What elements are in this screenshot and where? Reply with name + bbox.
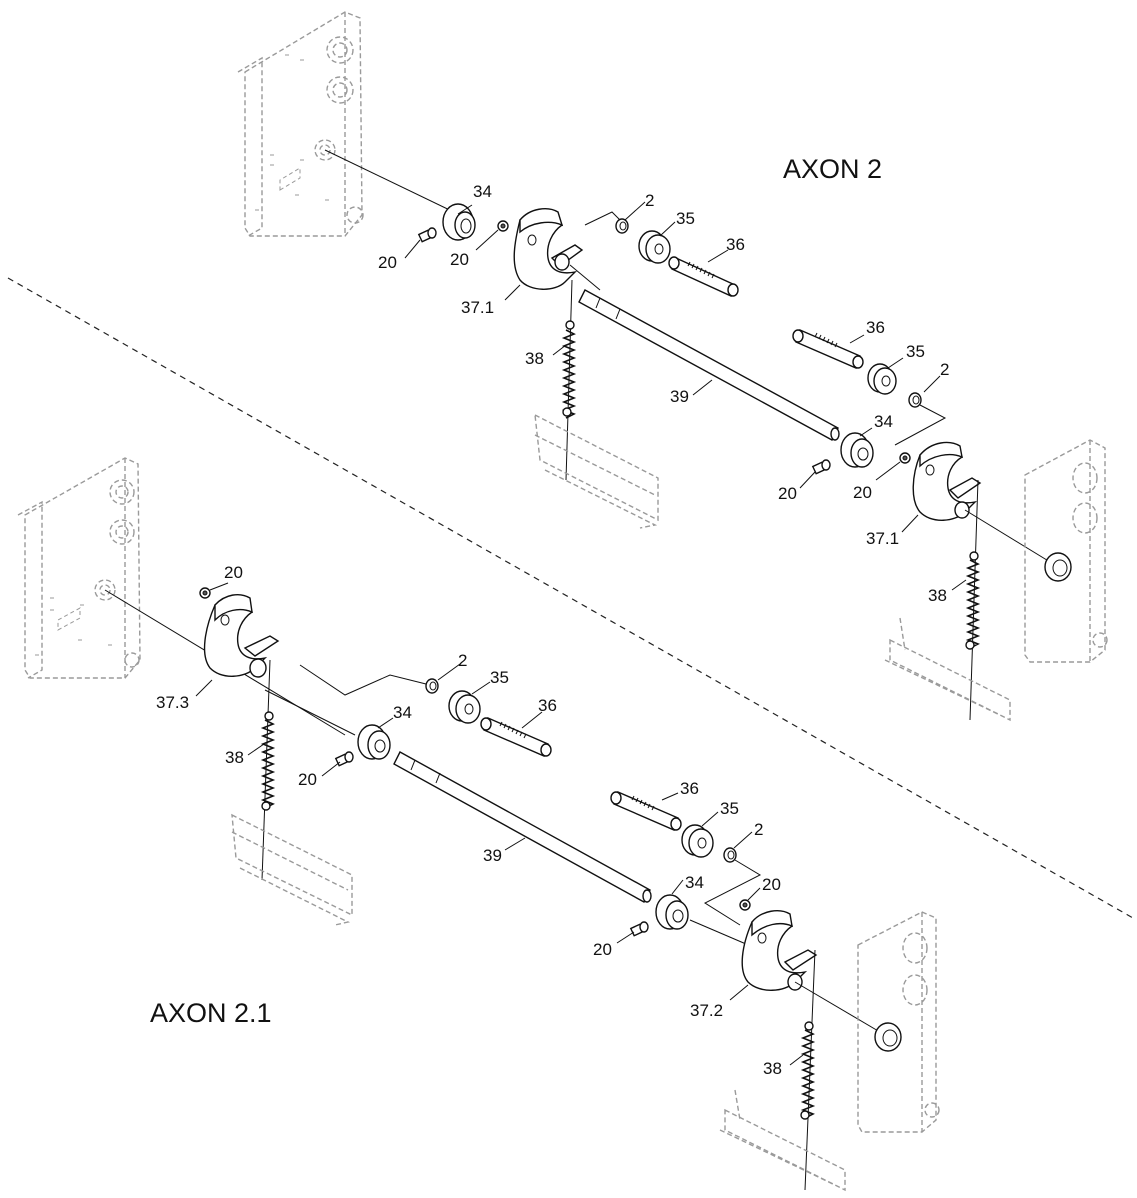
callout-37-1-top-a: 37.1 bbox=[461, 298, 494, 317]
axon21-assembly bbox=[17, 457, 940, 1192]
callout-2-bottom-b: 2 bbox=[754, 820, 763, 839]
support-bracket-top-a bbox=[534, 413, 659, 529]
callout-labels: AXON 2 AXON 2.1 34 20 20 37.1 2 35 36 38… bbox=[150, 154, 949, 1078]
collar-34-bottom-a bbox=[357, 724, 391, 760]
callout-35-bottom-b: 35 bbox=[720, 799, 739, 818]
screw-20-bottom-c bbox=[629, 921, 649, 937]
circlip-2-top-a bbox=[615, 218, 629, 234]
assembly-separator-line bbox=[7, 277, 1134, 919]
callout-38-top-a: 38 bbox=[525, 349, 544, 368]
callout-20-top-a: 20 bbox=[378, 253, 397, 272]
washer-35-top-a bbox=[638, 230, 671, 264]
callout-34-bottom-a: 34 bbox=[393, 703, 412, 722]
callout-35-top-b: 35 bbox=[906, 342, 925, 361]
callout-38-bottom-b: 38 bbox=[763, 1059, 782, 1078]
support-bracket-bottom-b bbox=[719, 1089, 846, 1192]
washer-35-top-b bbox=[867, 363, 897, 395]
frame-plate-bottom-right bbox=[857, 911, 940, 1133]
callout-2-top-b: 2 bbox=[940, 360, 949, 379]
callout-35-bottom-a: 35 bbox=[490, 668, 509, 687]
callout-leaders bbox=[195, 201, 967, 1066]
circlip-2-bottom-a bbox=[425, 678, 439, 694]
callout-37-1-top-b: 37.1 bbox=[866, 529, 899, 548]
screw-20-top-c bbox=[811, 459, 831, 475]
callout-36-bottom-b: 36 bbox=[680, 779, 699, 798]
callout-20-top-b: 20 bbox=[450, 250, 469, 269]
spring-38-top-a bbox=[561, 279, 577, 481]
callout-39-top: 39 bbox=[670, 387, 689, 406]
support-bracket-top-b bbox=[884, 617, 1011, 722]
callout-37-3-bottom: 37.3 bbox=[156, 693, 189, 712]
collar-34-top-b bbox=[840, 432, 874, 468]
callout-38-bottom-a: 38 bbox=[225, 748, 244, 767]
washer-35-bottom-a bbox=[448, 690, 481, 724]
collar-34-bottom-b bbox=[655, 894, 689, 930]
shaft-39-bottom bbox=[393, 751, 652, 903]
pin-36-top-a bbox=[668, 256, 739, 297]
callout-20-bottom-d: 20 bbox=[593, 940, 612, 959]
spring-38-top-b bbox=[965, 479, 981, 721]
callout-35-top-a: 35 bbox=[676, 209, 695, 228]
callout-34-top-a: 34 bbox=[473, 182, 492, 201]
hook-lever-37-1-top-b bbox=[912, 441, 982, 521]
hook-lever-37-1-top-a bbox=[513, 208, 584, 290]
callout-37-2-bottom: 37.2 bbox=[690, 1001, 723, 1020]
washer-35-bottom-b bbox=[681, 824, 714, 858]
callout-36-bottom-a: 36 bbox=[538, 696, 557, 715]
frame-plate-bottom-left bbox=[17, 457, 141, 679]
screw-20-top-a bbox=[417, 227, 437, 243]
callout-36-top-b: 36 bbox=[866, 318, 885, 337]
screw-20-top-d bbox=[899, 452, 911, 464]
callout-2-top-a: 2 bbox=[645, 191, 654, 210]
callout-2-bottom-a: 2 bbox=[458, 651, 467, 670]
title-axon21: AXON 2.1 bbox=[150, 998, 272, 1028]
callout-39-bottom: 39 bbox=[483, 846, 502, 865]
screw-20-bottom-d bbox=[739, 899, 751, 911]
collar-34-top-a bbox=[442, 203, 476, 241]
pin-36-bottom-a bbox=[480, 717, 552, 757]
screw-20-top-b bbox=[497, 220, 509, 232]
spring-38-bottom-b bbox=[800, 949, 816, 1191]
nut-top-b bbox=[1044, 552, 1072, 582]
callout-38-top-b: 38 bbox=[928, 586, 947, 605]
callout-36-top-a: 36 bbox=[726, 235, 745, 254]
callout-20-bottom-c: 20 bbox=[762, 875, 781, 894]
callout-20-bottom-b: 20 bbox=[298, 770, 317, 789]
title-axon2: AXON 2 bbox=[783, 154, 882, 184]
screw-20-bottom-a bbox=[199, 587, 211, 599]
frame-plate-top-right bbox=[1024, 439, 1108, 663]
callout-34-bottom-b: 34 bbox=[685, 873, 704, 892]
circlip-2-bottom-b bbox=[723, 847, 737, 863]
spring-38-bottom-a bbox=[260, 659, 276, 881]
hook-lever-37-3-bottom bbox=[203, 593, 280, 678]
frame-plate-top-left bbox=[237, 11, 364, 237]
nut-bottom-b bbox=[874, 1022, 902, 1052]
shaft-39-top bbox=[578, 289, 840, 441]
pin-36-bottom-b bbox=[610, 791, 682, 831]
pin-36-top-b bbox=[792, 329, 864, 369]
callout-20-bottom-a: 20 bbox=[224, 563, 243, 582]
support-bracket-bottom-a bbox=[231, 813, 353, 926]
axon2-assembly bbox=[237, 11, 1108, 722]
callout-34-top-b: 34 bbox=[874, 412, 893, 431]
callout-20-top-d: 20 bbox=[853, 483, 872, 502]
hook-lever-37-2-bottom bbox=[741, 910, 818, 991]
callout-20-top-c: 20 bbox=[778, 484, 797, 503]
circlip-2-top-b bbox=[908, 392, 922, 408]
